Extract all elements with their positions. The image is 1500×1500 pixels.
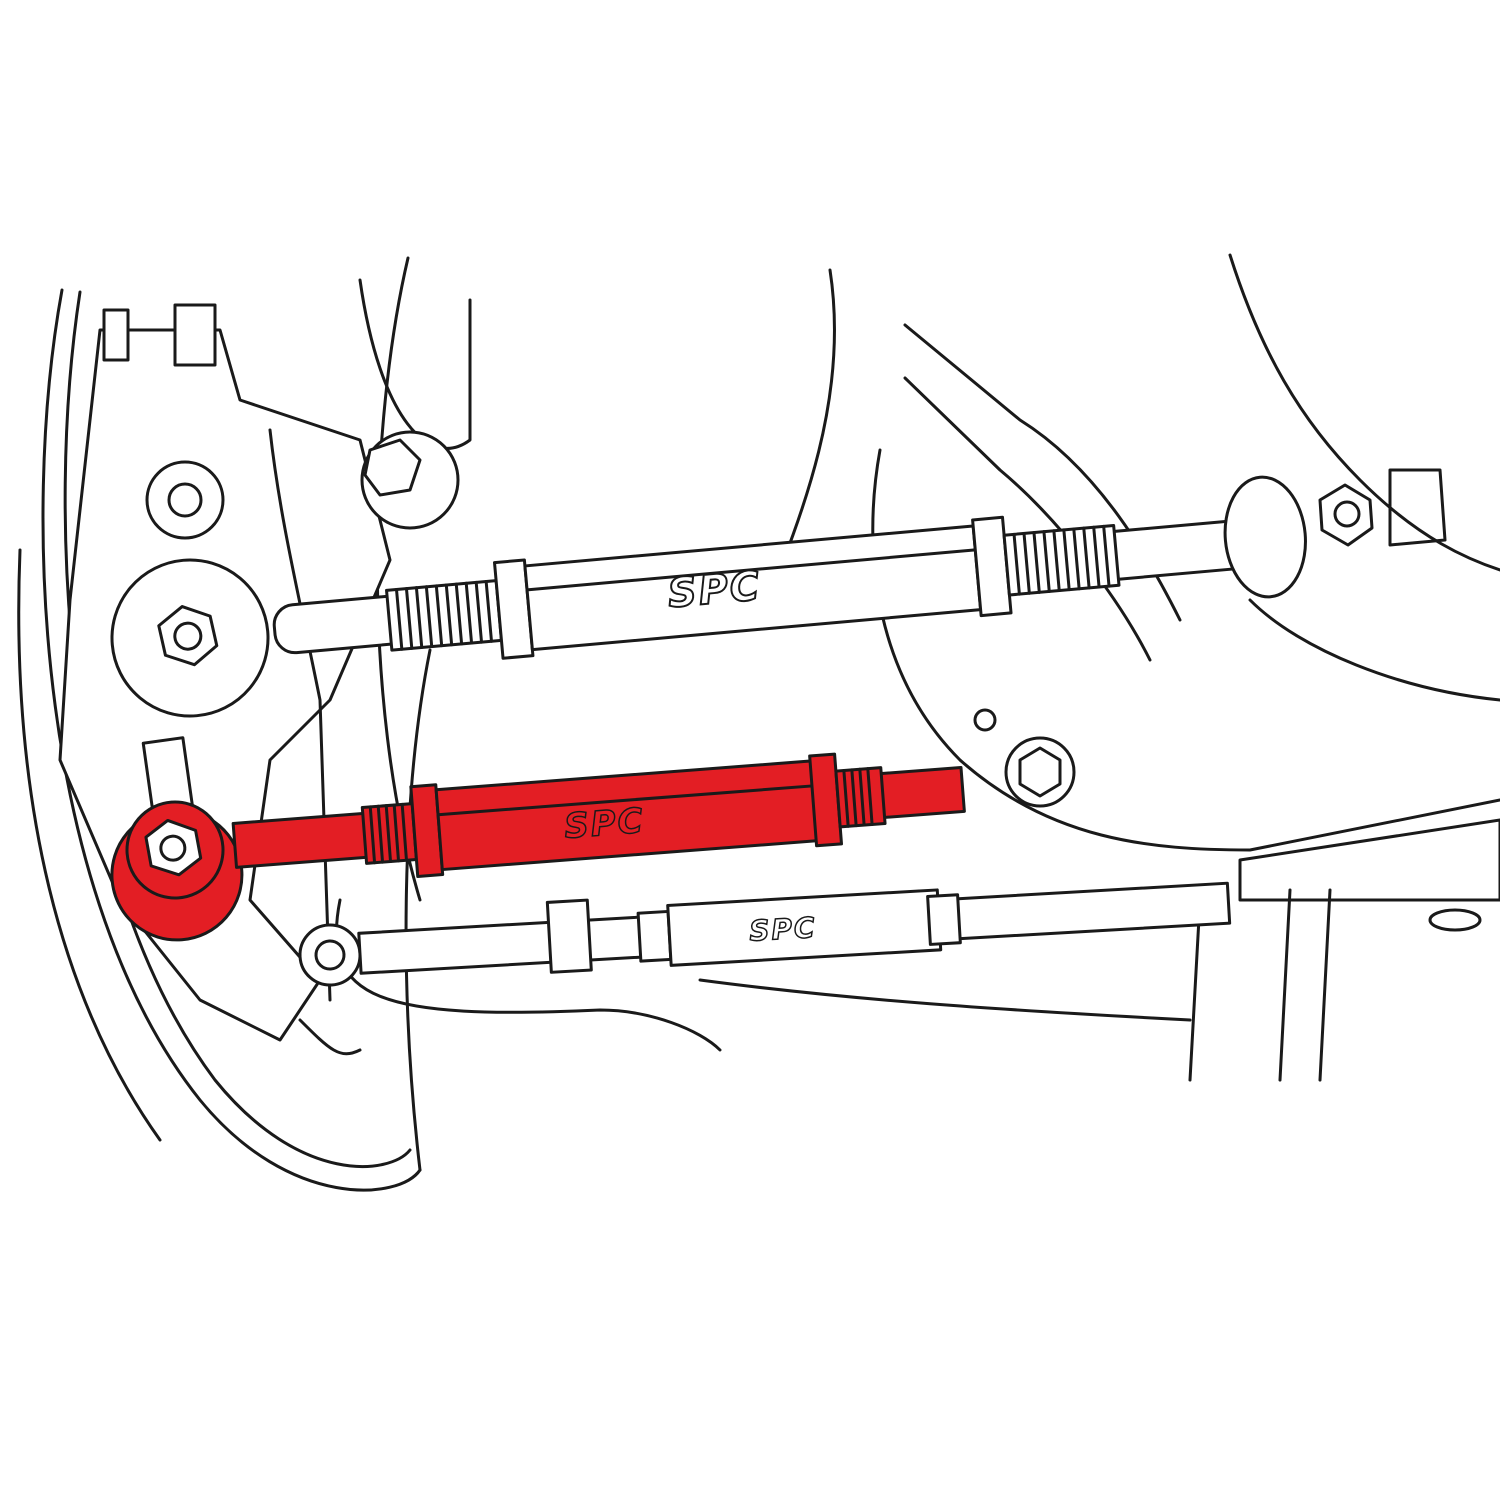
upper-thread-left: [385, 579, 503, 652]
hex-bolt: [1018, 746, 1062, 798]
bleeder-valve: [102, 308, 130, 362]
lower-camber-arm: SPC: [110, 752, 966, 942]
upper-thread-right: [1002, 523, 1121, 597]
toe-arm: SPC: [298, 881, 1232, 987]
inner-mount: [1318, 483, 1374, 547]
camber-arm-logo: SPC: [563, 801, 646, 847]
thread-left: [360, 802, 418, 865]
upper-arm: SPC: [110, 475, 1307, 718]
toe-arm-logo: SPC: [748, 911, 817, 948]
caliper-bolt: [173, 303, 217, 367]
toe-arm-bracket: [545, 898, 593, 974]
upper-arm-logo: SPC: [666, 563, 763, 617]
thread-right: [834, 766, 887, 829]
